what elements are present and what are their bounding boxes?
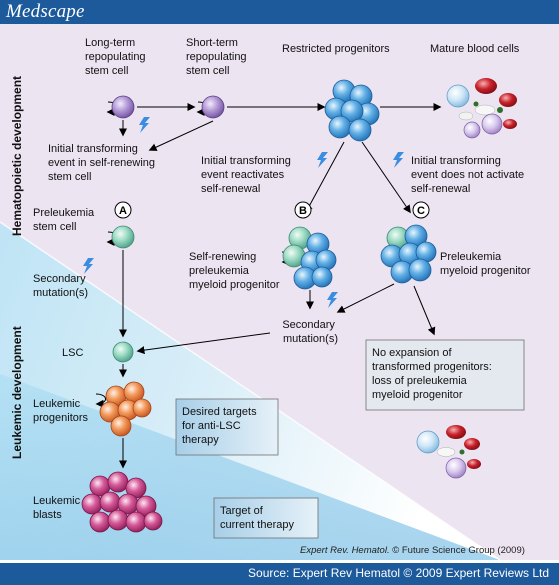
secondary-mutation-left-label: Secondary mutation(s) [33,273,89,299]
arrow-to-path-c [361,141,411,214]
source-text: Source: Expert Rev Hematol © 2009 Expert… [248,566,549,580]
current-therapy-text: Target of current therapy [220,505,294,531]
leukemic-blasts-label: Leukemic blasts [33,495,83,521]
lsc-cell [112,341,134,363]
wedge-edge [0,221,501,561]
st-hsc-label: Short-term repopulating stem cell [186,37,250,77]
leukemic-blasts-cluster [81,471,163,533]
event-self-renewing-text: Initial transforming event in self-renew… [48,143,158,183]
svg-text:B: B [299,205,307,217]
preleukemia-myeloid-label: Preleukemia myeloid progenitor [440,251,531,277]
no-expansion-box [365,339,525,411]
svg-text:C: C [417,205,425,217]
header-bar: Medscape [0,0,559,24]
arrow-secondary-to-lsc [136,332,271,355]
self-renewing-label: Self-renewing preleukemia myeloid progen… [189,251,280,291]
leukemic-progenitors-cluster [95,381,152,437]
preleukemia-stem-label: Preleukemia stem cell [33,207,97,233]
arrow-c-to-no-expansion [413,285,436,336]
lt-hsc-label: Long-term repopulating stem cell [85,37,149,77]
mature-label: Mature blood cells [430,43,520,55]
hematopoietic-label: Hematopoietic development [10,76,24,236]
path-marker-b: B [294,201,312,219]
residual-mature-cells [416,425,481,479]
no-expansion-text: No expansion of transformed progenitors:… [372,347,495,401]
arrow-to-path-b [305,141,345,214]
event-reactivates-text: Initial transforming event reactivates s… [201,155,294,195]
arrow-c-to-secondary [336,283,395,313]
diagram-panel: Hematopoietic development Leukemic devel… [0,24,559,561]
journal-name: Expert Rev. Hematol. [300,545,390,556]
preleukemia-myeloid-cluster [380,224,437,284]
path-marker-a: A [114,201,132,219]
restricted-progenitors-cluster [324,79,380,142]
hematopoiesis-diagram: Hematopoietic development Leukemic devel… [0,24,559,561]
mature-blood-cells [446,78,517,139]
source-bar: Source: Expert Rev Hematol © 2009 Expert… [0,563,559,585]
current-therapy-box [213,497,319,539]
st-hsc-cell [196,95,225,119]
event-does-not-activate-text: Initial transforming event does not acti… [411,155,527,195]
self-renewing-progenitor-cluster [281,226,337,290]
desired-targets-text: Desired targets for anti-LSC therapy [182,406,260,446]
leukemic-progenitors-label: Leukemic progenitors [33,398,89,424]
desired-targets-box [175,398,279,456]
restricted-label: Restricted progenitors [282,43,390,55]
lsc-label: LSC [62,347,83,359]
svg-text:A: A [119,205,127,217]
secondary-mutation-middle-label: Secondary mutation(s) [282,319,338,345]
lt-hsc-cell [106,95,135,119]
copyright-text: © Future Science Group (2009) [392,545,525,556]
medscape-logo: Medscape [6,1,85,22]
arrow-st-to-event [148,120,214,151]
preleukemia-stem-cell [106,225,135,249]
path-marker-c: C [412,201,430,219]
figure-credit: Expert Rev. Hematol. © Future Science Gr… [300,545,525,556]
leukemic-label: Leukemic development [10,326,24,459]
